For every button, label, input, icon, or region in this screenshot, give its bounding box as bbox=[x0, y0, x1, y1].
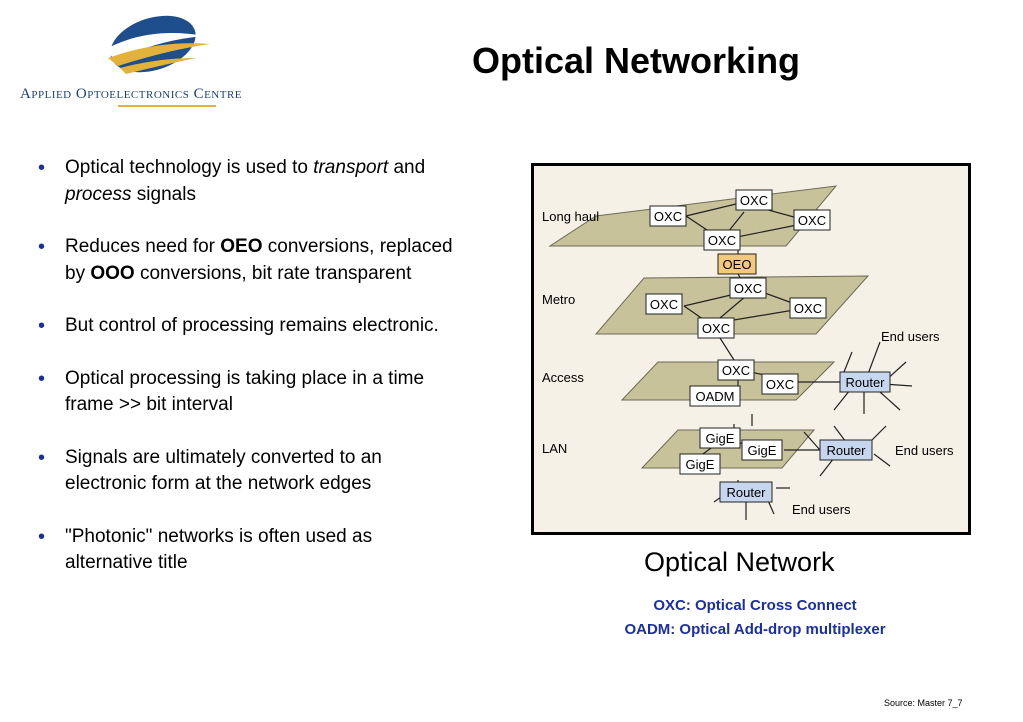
node-label: OXC bbox=[766, 377, 794, 392]
bullet-text: conversions, bit rate transparent bbox=[134, 262, 412, 284]
bullet-text: OEO bbox=[220, 236, 263, 257]
node-label: OXC bbox=[654, 209, 682, 224]
node-label: OEO bbox=[723, 257, 752, 272]
node-label: OXC bbox=[722, 363, 750, 378]
bullet-text: conversions, replaced by bbox=[65, 236, 453, 284]
bullet-dot-icon: • bbox=[38, 236, 46, 258]
node-m-oxc-left: OXC bbox=[645, 293, 683, 315]
network-diagram: OXC OXC OXC OXC OEO OXC OXC OXC bbox=[542, 185, 954, 520]
node-label: OXC bbox=[650, 297, 678, 312]
bullet-item: • Reduces need for OEO conversions, repla… bbox=[38, 234, 458, 287]
bullet-item: • "Photonic" networks is often used as al… bbox=[38, 524, 458, 577]
node-label: OADM bbox=[696, 389, 735, 404]
network-figure: OXC OXC OXC OXC OEO OXC OXC OXC bbox=[531, 163, 971, 535]
bullet-text: But control of processing remains electr… bbox=[65, 315, 439, 336]
node-lh-oxc-bottom: OXC bbox=[703, 229, 741, 251]
end-users-label-1: End users bbox=[881, 329, 940, 344]
node-label: OXC bbox=[740, 193, 768, 208]
logo-swoosh-icon bbox=[104, 15, 210, 74]
bullet-text: OOO bbox=[90, 262, 135, 284]
layer-label-access: Access bbox=[542, 370, 584, 385]
logo-text: Applied Optoelectronics Centre bbox=[20, 86, 243, 102]
node-a-router: Router bbox=[839, 371, 891, 393]
node-label: GigE bbox=[686, 457, 715, 472]
node-l-gige-top: GigE bbox=[699, 427, 741, 449]
node-label: Router bbox=[845, 375, 885, 390]
bullet-item: • Optical processing is taking place in a… bbox=[38, 366, 458, 419]
bullet-text: Signals are ultimately converted to an e… bbox=[65, 446, 382, 495]
bullet-text: process bbox=[65, 183, 132, 205]
node-m-oxc-right: OXC bbox=[789, 297, 827, 319]
logo: Applied Optoelectronics Centre bbox=[8, 6, 298, 107]
bullet-text: Reduces need for bbox=[65, 236, 221, 257]
bullet-dot-icon: • bbox=[38, 367, 46, 390]
bullet-item: • Signals are ultimately converted to an … bbox=[38, 445, 458, 498]
page-title: Optical Networking bbox=[472, 40, 801, 81]
node-label: OXC bbox=[702, 321, 730, 336]
bullet-list: • Optical technology is used to transport… bbox=[38, 155, 458, 603]
node-lh-oxc-top: OXC bbox=[735, 189, 773, 211]
node-a-oadm: OADM bbox=[689, 385, 741, 407]
bullet-text: and bbox=[388, 157, 426, 178]
layer-label-metro: Metro bbox=[542, 292, 575, 307]
node-a-oxc-top: OXC bbox=[717, 359, 755, 381]
legend-oxc: OXC: Optical Cross Connect bbox=[653, 597, 857, 614]
bullet-item: • Optical technology is used to transport… bbox=[38, 155, 458, 208]
logo-rule bbox=[118, 105, 216, 107]
node-label: GigE bbox=[748, 443, 777, 458]
node-l-gige-right: GigE bbox=[741, 439, 783, 461]
bullet-dot-icon: • bbox=[38, 446, 46, 469]
node-oeo: OEO bbox=[717, 253, 757, 275]
bullet-text: "Photonic" networks is often used as alt… bbox=[65, 525, 373, 574]
node-l-router-bottom: Router bbox=[719, 481, 773, 503]
end-users-label-3: End users bbox=[792, 502, 851, 517]
source-note: Source: Master 7_7 bbox=[884, 698, 963, 708]
node-label: OXC bbox=[708, 233, 736, 248]
node-l-gige-left: GigE bbox=[679, 453, 721, 475]
legend-oadm: OADM: Optical Add-drop multiplexer bbox=[624, 621, 886, 638]
node-a-oxc-right: OXC bbox=[761, 373, 799, 395]
bullet-text: Optical technology is used to bbox=[65, 157, 314, 178]
node-lh-oxc-right: OXC bbox=[793, 209, 831, 231]
layer-label-lan: LAN bbox=[542, 441, 567, 456]
figure-caption: Optical Network bbox=[644, 547, 835, 577]
bullet-dot-icon: • bbox=[38, 525, 46, 548]
bullet-item: • But control of processing remains elect… bbox=[38, 313, 458, 340]
node-label: Router bbox=[826, 443, 866, 458]
bullet-dot-icon: • bbox=[38, 315, 46, 337]
node-label: OXC bbox=[794, 301, 822, 316]
plane-metro bbox=[594, 275, 870, 335]
bullet-text: signals bbox=[131, 183, 196, 205]
end-users-label-2: End users bbox=[895, 443, 954, 458]
node-m-oxc-bottom: OXC bbox=[697, 317, 735, 339]
node-l-router-right: Router bbox=[819, 439, 873, 461]
node-label: Router bbox=[726, 485, 766, 500]
bullet-text: transport bbox=[313, 157, 389, 178]
bullet-text: Optical processing is taking place in a … bbox=[65, 367, 425, 416]
node-label: OXC bbox=[798, 213, 826, 228]
node-lh-oxc-left: OXC bbox=[649, 205, 687, 227]
node-label: GigE bbox=[706, 431, 735, 446]
layer-label-long-haul: Long haul bbox=[542, 209, 599, 224]
node-m-oxc-top: OXC bbox=[729, 277, 767, 299]
node-label: OXC bbox=[734, 281, 762, 296]
bullet-dot-icon: • bbox=[38, 157, 46, 179]
